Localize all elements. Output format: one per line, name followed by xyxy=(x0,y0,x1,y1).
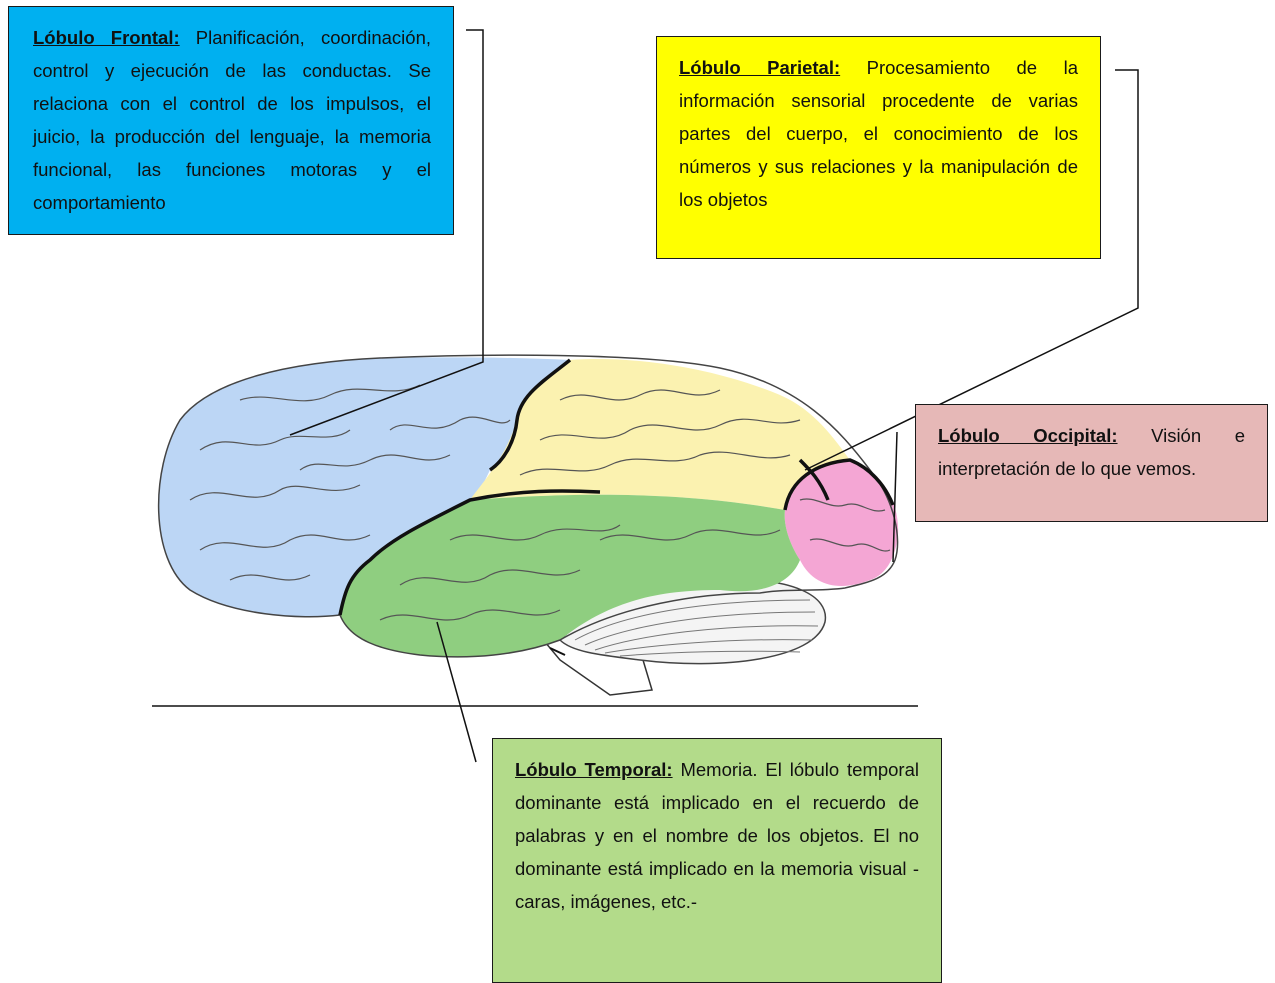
occipital-region xyxy=(784,460,899,586)
temporal-lobe-title: Lóbulo Temporal: xyxy=(515,759,673,780)
parietal-connector-line xyxy=(804,69,1139,471)
frontal-lobe-title: Lóbulo Frontal: xyxy=(33,27,180,48)
brainstem-arrow xyxy=(549,647,566,656)
temporal-region xyxy=(340,494,800,657)
parietal-region xyxy=(470,359,850,510)
temporal-lobe-description: Memoria. El lóbulo temporal dominante es… xyxy=(515,759,919,912)
occipital-connector-line xyxy=(892,431,898,563)
frontal-connector-line xyxy=(289,29,484,436)
brain-outline xyxy=(157,354,899,658)
parietal-lobe-box: Lóbulo Parietal: Procesamiento de la inf… xyxy=(656,36,1101,259)
gyri-lines xyxy=(189,384,891,621)
parietal-lobe-title: Lóbulo Parietal: xyxy=(679,57,841,78)
occipital-lobe-description: Visión e interpretación de lo que vemos. xyxy=(938,425,1245,479)
frontal-lobe-box: Lóbulo Frontal: Planificación, coordinac… xyxy=(8,6,454,235)
temporal-connector-line xyxy=(436,621,477,763)
occipital-lobe-title: Lóbulo Occipital: xyxy=(938,425,1118,446)
parietal-lobe-description: Procesamiento de la información sensoria… xyxy=(679,57,1078,210)
lobe-boundaries xyxy=(338,358,895,616)
cerebellum-folds xyxy=(574,599,819,657)
frontal-lobe-description: Planificación, coordinación, control y e… xyxy=(33,27,432,213)
frontal-region xyxy=(158,357,571,617)
temporal-lobe-box: Lóbulo Temporal: Memoria. El lóbulo temp… xyxy=(492,738,942,983)
occipital-lobe-box: Lóbulo Occipital: Visión e interpretació… xyxy=(915,404,1268,522)
